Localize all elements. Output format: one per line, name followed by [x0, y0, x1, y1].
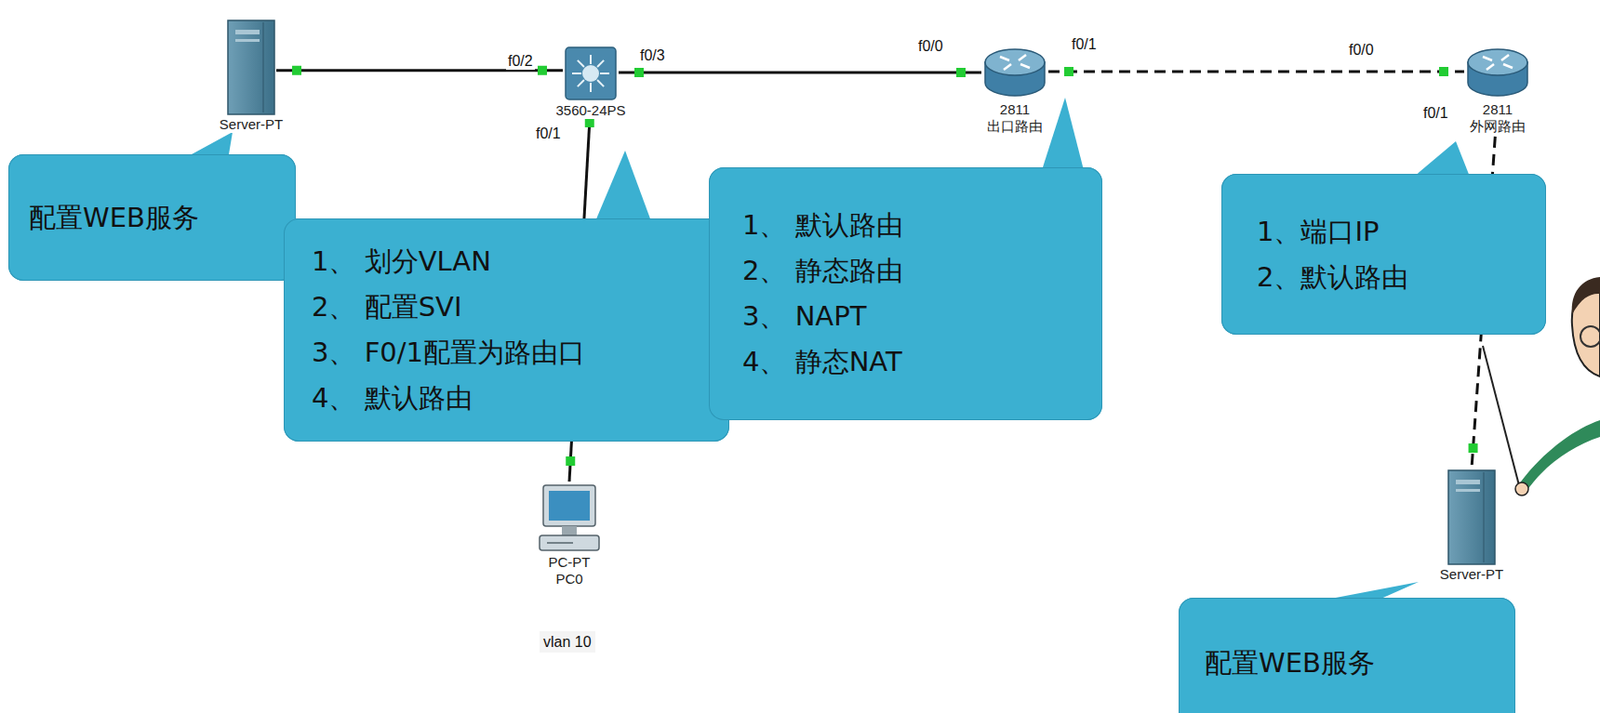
device-label: Server-PT: [217, 116, 285, 134]
network-device: PC-PTPC0: [535, 481, 603, 588]
callout-text: 3、 NAPT: [742, 300, 1088, 334]
callout-box: 配置WEB服务: [1178, 598, 1516, 713]
vlan-label: vlan 10: [539, 631, 596, 654]
device-label: 2811: [1480, 101, 1515, 119]
device-label: 3560-24PS: [553, 102, 627, 120]
callout-box: 1、端口IP 2、默认路由: [1221, 173, 1547, 335]
network-device: 3560-24PS: [553, 44, 627, 120]
callout-text: 3、 F0/1配置为路由口: [311, 336, 715, 370]
port-label: f0/1: [1069, 35, 1099, 54]
callout-text: 2、 静态路由: [742, 254, 1088, 288]
device-label: 出口路由: [985, 118, 1045, 135]
device-label: 2811: [998, 101, 1032, 119]
device-icon: [562, 44, 619, 103]
port-label: f0/3: [638, 46, 667, 65]
device-label: Server-PT: [1438, 566, 1506, 584]
network-link: [1048, 66, 1465, 77]
callout-text: 4、 静态NAT: [742, 346, 1088, 379]
device-label: PC-PT: [546, 554, 593, 572]
device-label: 外网路由: [1467, 118, 1528, 135]
callout-text: 4、 默认路由: [311, 382, 715, 415]
device-icon: [981, 41, 1049, 102]
port-label: f0/2: [506, 52, 535, 70]
network-link: [618, 67, 982, 78]
callout-text: 1、 默认路由: [742, 209, 1088, 242]
port-label: f0/0: [1346, 40, 1376, 59]
callout-box: 1、 划分VLAN 2、 配置SVI 3、 F0/1配置为路由口 4、 默认路由: [283, 218, 730, 442]
callout-text: 2、 配置SVI: [311, 291, 715, 324]
network-device: Server-PT: [1438, 468, 1506, 584]
device-label: PC0: [553, 571, 585, 588]
callout-text: 配置WEB服务: [28, 201, 281, 235]
port-label: f0/1: [1421, 104, 1451, 122]
network-device: Server-PT: [217, 18, 285, 134]
port-label: f0/1: [533, 124, 563, 143]
device-icon: [1464, 41, 1532, 102]
network-device: 2811出口路由: [981, 41, 1049, 135]
device-icon: [226, 18, 277, 117]
callout-text: 配置WEB服务: [1204, 647, 1501, 680]
callout-box: 配置WEB服务: [8, 154, 296, 281]
callout-text: 1、 划分VLAN: [311, 245, 715, 279]
callout-box: 1、 默认路由 2、 静态路由 3、 NAPT 4、 静态NAT: [708, 167, 1103, 421]
device-icon: [535, 481, 603, 555]
network-device: 2811外网路由: [1464, 41, 1532, 135]
device-icon: [1446, 468, 1497, 567]
callout-text: 2、默认路由: [1256, 261, 1532, 294]
callout-text: 1、端口IP: [1256, 215, 1532, 249]
port-label: f0/0: [916, 37, 946, 55]
